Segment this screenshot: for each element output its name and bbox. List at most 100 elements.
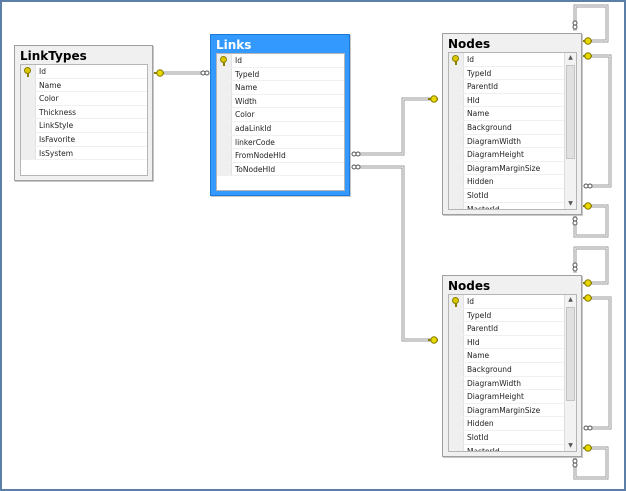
scrollbar[interactable]: ▲▼ [564,53,576,209]
column-name: Name [235,83,258,93]
scroll-up-button[interactable]: ▲ [568,54,573,61]
column-row[interactable]: Color [21,92,147,106]
scroll-thumb[interactable] [566,65,575,159]
row-selector [449,188,464,202]
row-selector [21,65,36,78]
column-row[interactable]: Id [449,295,576,309]
column-row[interactable]: MasterId [449,444,576,451]
column-name: Name [39,80,62,90]
column-row[interactable]: DiagramWidth [449,134,576,149]
column-row[interactable]: Hidden [449,417,576,431]
table-title: Links [216,38,252,52]
infinity-icon [572,20,578,30]
column-row[interactable]: MasterId [449,202,576,209]
column-row[interactable]: SlotId [449,430,576,445]
column-name: Color [235,110,255,120]
column-name: Id [467,297,474,306]
relationship-line[interactable] [574,447,608,479]
column-row[interactable]: Color [217,108,344,122]
column-row[interactable]: FromNodeHId [217,149,344,163]
column-row[interactable]: DiagramMarginSize [449,161,576,176]
column-row[interactable]: Id [449,53,576,67]
relationship-line[interactable] [574,247,608,284]
column-row[interactable]: linkerCode [217,135,344,150]
relationship-line[interactable] [584,297,611,429]
infinity-icon [200,70,210,76]
column-row[interactable]: Thickness [21,105,147,120]
column-row[interactable]: DiagramWidth [449,376,576,391]
column-row[interactable]: DiagramHeight [449,390,576,404]
column-row[interactable]: TypeId [217,67,344,82]
row-selector [21,132,36,146]
column-row[interactable]: Id [21,65,147,79]
scroll-thumb[interactable] [566,307,575,401]
column-name: SlotId [467,190,489,200]
column-row[interactable]: Background [449,120,576,135]
infinity-icon [572,216,578,226]
column-name: Hidden [467,419,494,429]
column-row[interactable]: TypeId [449,308,576,323]
row-selector [449,66,464,80]
relationship-line[interactable] [584,54,612,188]
relationship-line[interactable] [584,296,612,430]
table-title: Nodes [448,279,491,293]
column-name: DiagramMarginSize [467,405,541,415]
column-name: Id [467,55,474,64]
scroll-up-button[interactable]: ▲ [568,296,573,303]
infinity-icon [351,151,361,157]
column-row[interactable]: Width [217,94,344,109]
column-row[interactable]: ToNodeHId [217,162,344,177]
key-icon [582,37,592,45]
column-name: Background [467,122,512,132]
column-row[interactable]: Background [449,362,576,377]
column-row[interactable]: adaLinkId [217,121,344,136]
row-selector [21,146,36,160]
column-row[interactable]: HId [449,93,576,108]
column-row[interactable]: Id [217,54,344,68]
relationship-line[interactable] [352,166,438,341]
column-row[interactable]: DiagramMarginSize [449,403,576,418]
row-selector [449,322,464,335]
column-row[interactable]: TypeId [449,66,576,81]
relationship-line[interactable] [574,205,608,237]
scroll-down-button[interactable]: ▼ [568,200,573,207]
row-selector [449,403,464,417]
column-row[interactable]: Name [21,78,147,93]
row-selector [21,119,36,132]
column-name: HId [467,337,480,347]
column-row[interactable]: Hidden [449,175,576,189]
column-row[interactable]: ParentId [449,322,576,336]
column-row[interactable]: ParentId [449,80,576,94]
column-row[interactable]: Name [449,107,576,121]
relationship-line[interactable] [352,98,438,155]
relationship-line[interactable] [584,55,611,187]
row-selector [217,149,232,162]
column-row[interactable]: Name [449,349,576,363]
relationship-line[interactable] [352,165,438,342]
column-name: TypeId [235,69,260,79]
infinity-icon [572,262,578,272]
column-row[interactable]: LinkStyle [21,119,147,133]
column-row[interactable]: SlotId [449,188,576,203]
relationship-line[interactable] [574,5,608,42]
scroll-down-button[interactable]: ▼ [568,442,573,449]
row-selector [449,335,464,349]
column-row[interactable]: IsFavorite [21,132,147,147]
key-icon [582,294,592,302]
row-selector [217,162,232,176]
column-row[interactable]: HId [449,335,576,350]
relationship-line[interactable] [352,97,438,156]
column-row[interactable]: DiagramHeight [449,148,576,162]
column-name: Background [467,364,512,374]
scrollbar[interactable]: ▲▼ [564,295,576,451]
column-row[interactable]: IsSystem [21,146,147,161]
column-row[interactable]: Name [217,81,344,95]
row-selector [217,54,232,67]
